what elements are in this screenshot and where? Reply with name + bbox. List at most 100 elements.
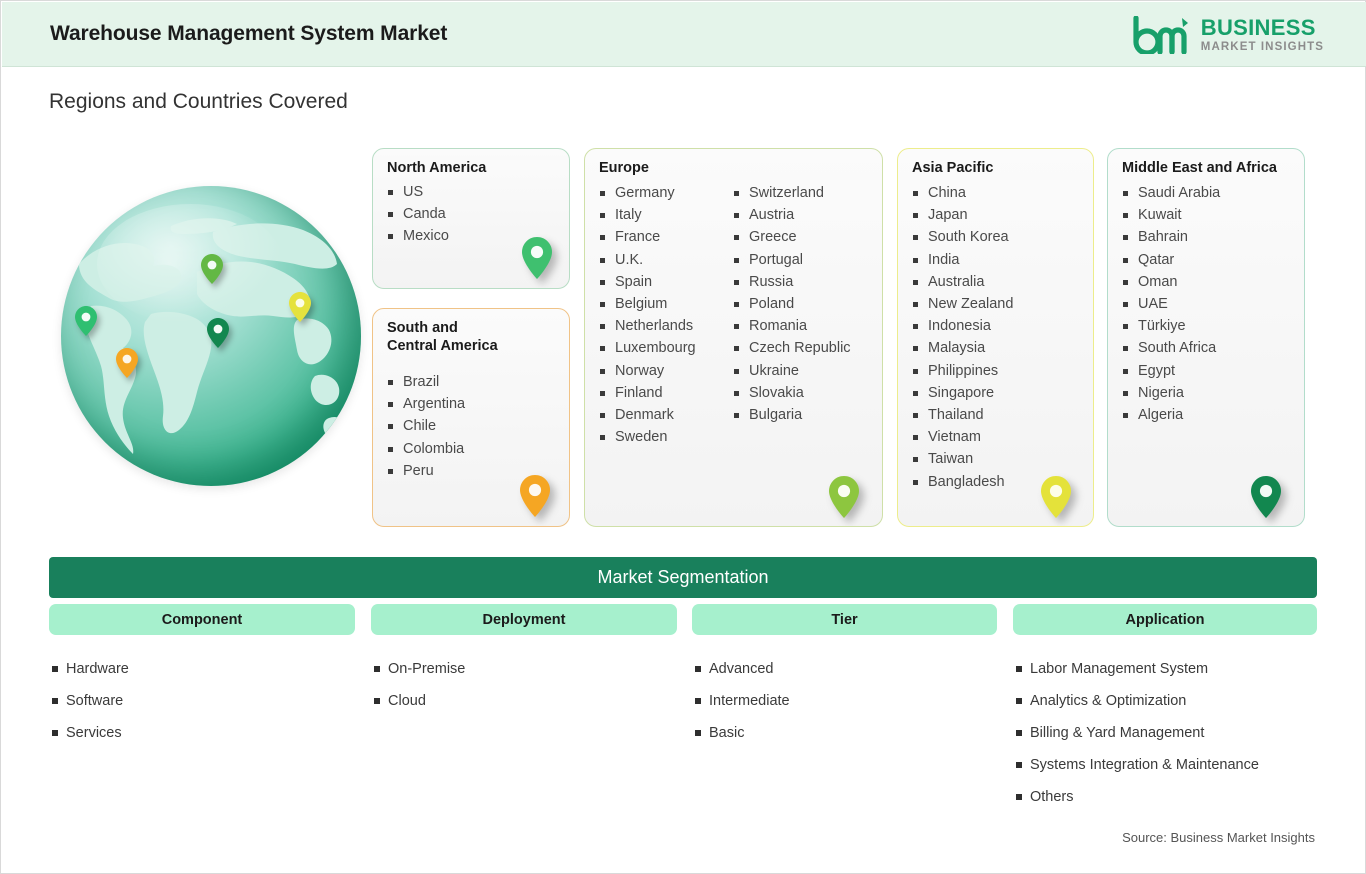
list-item: Analytics & Optimization xyxy=(1016,685,1259,717)
list-item: Brazil xyxy=(387,371,465,393)
list-item: Nigeria xyxy=(1122,382,1220,404)
list-item: Oman xyxy=(1122,271,1220,293)
list-item: South Korea xyxy=(912,226,1013,248)
list-item: Systems Integration & Maintenance xyxy=(1016,749,1259,781)
list-item: Bahrain xyxy=(1122,226,1220,248)
list-item: Peru xyxy=(387,460,465,482)
list-item: Services xyxy=(52,717,129,749)
map-pin-south-america xyxy=(116,348,138,378)
list-item: Türkiye xyxy=(1122,315,1220,337)
list-item: Hardware xyxy=(52,653,129,685)
list-item: Italy xyxy=(599,204,696,226)
country-list: Saudi Arabia Kuwait Bahrain Qatar Oman U… xyxy=(1122,182,1220,426)
segment-header-label: Deployment xyxy=(482,611,566,628)
list-item: Mexico xyxy=(387,225,449,247)
list-item: Vietnam xyxy=(912,426,1013,448)
map-pin-icon xyxy=(829,476,859,518)
list-item: Russia xyxy=(733,271,851,293)
list-item: UAE xyxy=(1122,293,1220,315)
segment-list-component: Hardware Software Services xyxy=(52,653,129,749)
segment-list-tier: Advanced Intermediate Basic xyxy=(695,653,790,749)
list-item: Saudi Arabia xyxy=(1122,182,1220,204)
list-item: Malaysia xyxy=(912,337,1013,359)
list-item: Ukraine xyxy=(733,360,851,382)
list-item: Others xyxy=(1016,781,1259,813)
list-item: Software xyxy=(52,685,129,717)
market-segmentation-label: Market Segmentation xyxy=(597,567,769,587)
list-item: Finland xyxy=(599,382,696,404)
list-item: Poland xyxy=(733,293,851,315)
segment-header-tier: Tier xyxy=(692,604,997,635)
map-pin-middle-east-africa xyxy=(207,318,229,348)
list-item: Qatar xyxy=(1122,249,1220,271)
country-list-column-1: Germany Italy France U.K. Spain Belgium … xyxy=(599,182,696,448)
list-item: Luxembourg xyxy=(599,337,696,359)
country-list: China Japan South Korea India Australia … xyxy=(912,182,1013,493)
logo-primary-text: BUSINESS xyxy=(1200,14,1316,40)
list-item: Switzerland xyxy=(733,182,851,204)
list-item: Intermediate xyxy=(695,685,790,717)
list-item: South Africa xyxy=(1122,337,1220,359)
list-item: New Zealand xyxy=(912,293,1013,315)
source-credit: Source: Business Market Insights xyxy=(1122,830,1315,845)
map-pin-europe xyxy=(201,254,223,284)
region-title: Middle East and Africa xyxy=(1122,160,1277,176)
list-item: Australia xyxy=(912,271,1013,293)
logo-wordmark: BUSINESS MARKET INSIGHTS xyxy=(1200,14,1324,54)
list-item: Kuwait xyxy=(1122,204,1220,226)
header-bar: Warehouse Management System Market BUSIN… xyxy=(2,2,1366,67)
map-pin-icon xyxy=(1251,476,1281,518)
country-list: Brazil Argentina Chile Colombia Peru xyxy=(387,371,465,482)
world-globe-illustration xyxy=(61,186,361,486)
segment-list-deployment: On-Premise Cloud xyxy=(374,653,465,717)
segment-header-label: Component xyxy=(161,611,243,628)
list-item: Portugal xyxy=(733,249,851,271)
list-item: Germany xyxy=(599,182,696,204)
region-title-line-1: South and xyxy=(387,320,458,336)
map-pin-asia-pacific xyxy=(289,292,311,322)
list-item: Labor Management System xyxy=(1016,653,1259,685)
brand-logo: BUSINESS MARKET INSIGHTS xyxy=(1130,13,1324,57)
list-item: Advanced xyxy=(695,653,790,685)
list-item: Czech Republic xyxy=(733,337,851,359)
region-title: South and Central America xyxy=(387,319,498,355)
list-item: Taiwan xyxy=(912,448,1013,470)
list-item: Belgium xyxy=(599,293,696,315)
region-card-middle-east-and-africa: Middle East and Africa Saudi Arabia Kuwa… xyxy=(1107,148,1305,527)
bmi-logo-icon xyxy=(1130,15,1192,56)
map-pin-north-america xyxy=(75,306,97,336)
list-item: Thailand xyxy=(912,404,1013,426)
region-title: Europe xyxy=(599,160,649,176)
list-item: Algeria xyxy=(1122,404,1220,426)
region-card-europe: Europe Germany Italy France U.K. Spain B… xyxy=(584,148,883,527)
list-item: Austria xyxy=(733,204,851,226)
map-pin-icon xyxy=(520,475,550,517)
region-card-asia-pacific: Asia Pacific China Japan South Korea Ind… xyxy=(897,148,1094,527)
list-item: Indonesia xyxy=(912,315,1013,337)
list-item: Philippines xyxy=(912,360,1013,382)
region-title: Asia Pacific xyxy=(912,160,994,176)
list-item: Netherlands xyxy=(599,315,696,337)
list-item: U.K. xyxy=(599,249,696,271)
globe-sphere xyxy=(61,186,361,486)
section-title: Regions and Countries Covered xyxy=(49,90,348,113)
segment-header-component: Component xyxy=(49,604,355,635)
list-item: Cloud xyxy=(374,685,465,717)
page-title: Warehouse Management System Market xyxy=(50,22,448,45)
list-item: Bulgaria xyxy=(733,404,851,426)
map-pin-icon xyxy=(522,237,552,279)
globe-highlight xyxy=(97,204,283,324)
market-segmentation-bar: Market Segmentation xyxy=(49,557,1317,598)
region-title: North America xyxy=(387,160,487,176)
region-title-line-2: Central America xyxy=(387,338,498,354)
list-item: France xyxy=(599,226,696,248)
segment-header-label: Tier xyxy=(831,611,858,628)
segment-header-deployment: Deployment xyxy=(371,604,677,635)
list-item: On-Premise xyxy=(374,653,465,685)
list-item: Spain xyxy=(599,271,696,293)
list-item: Argentina xyxy=(387,393,465,415)
country-list: US Canda Mexico xyxy=(387,181,449,248)
list-item: Colombia xyxy=(387,438,465,460)
region-card-south-and-central-america: South and Central America Brazil Argenti… xyxy=(372,308,570,527)
